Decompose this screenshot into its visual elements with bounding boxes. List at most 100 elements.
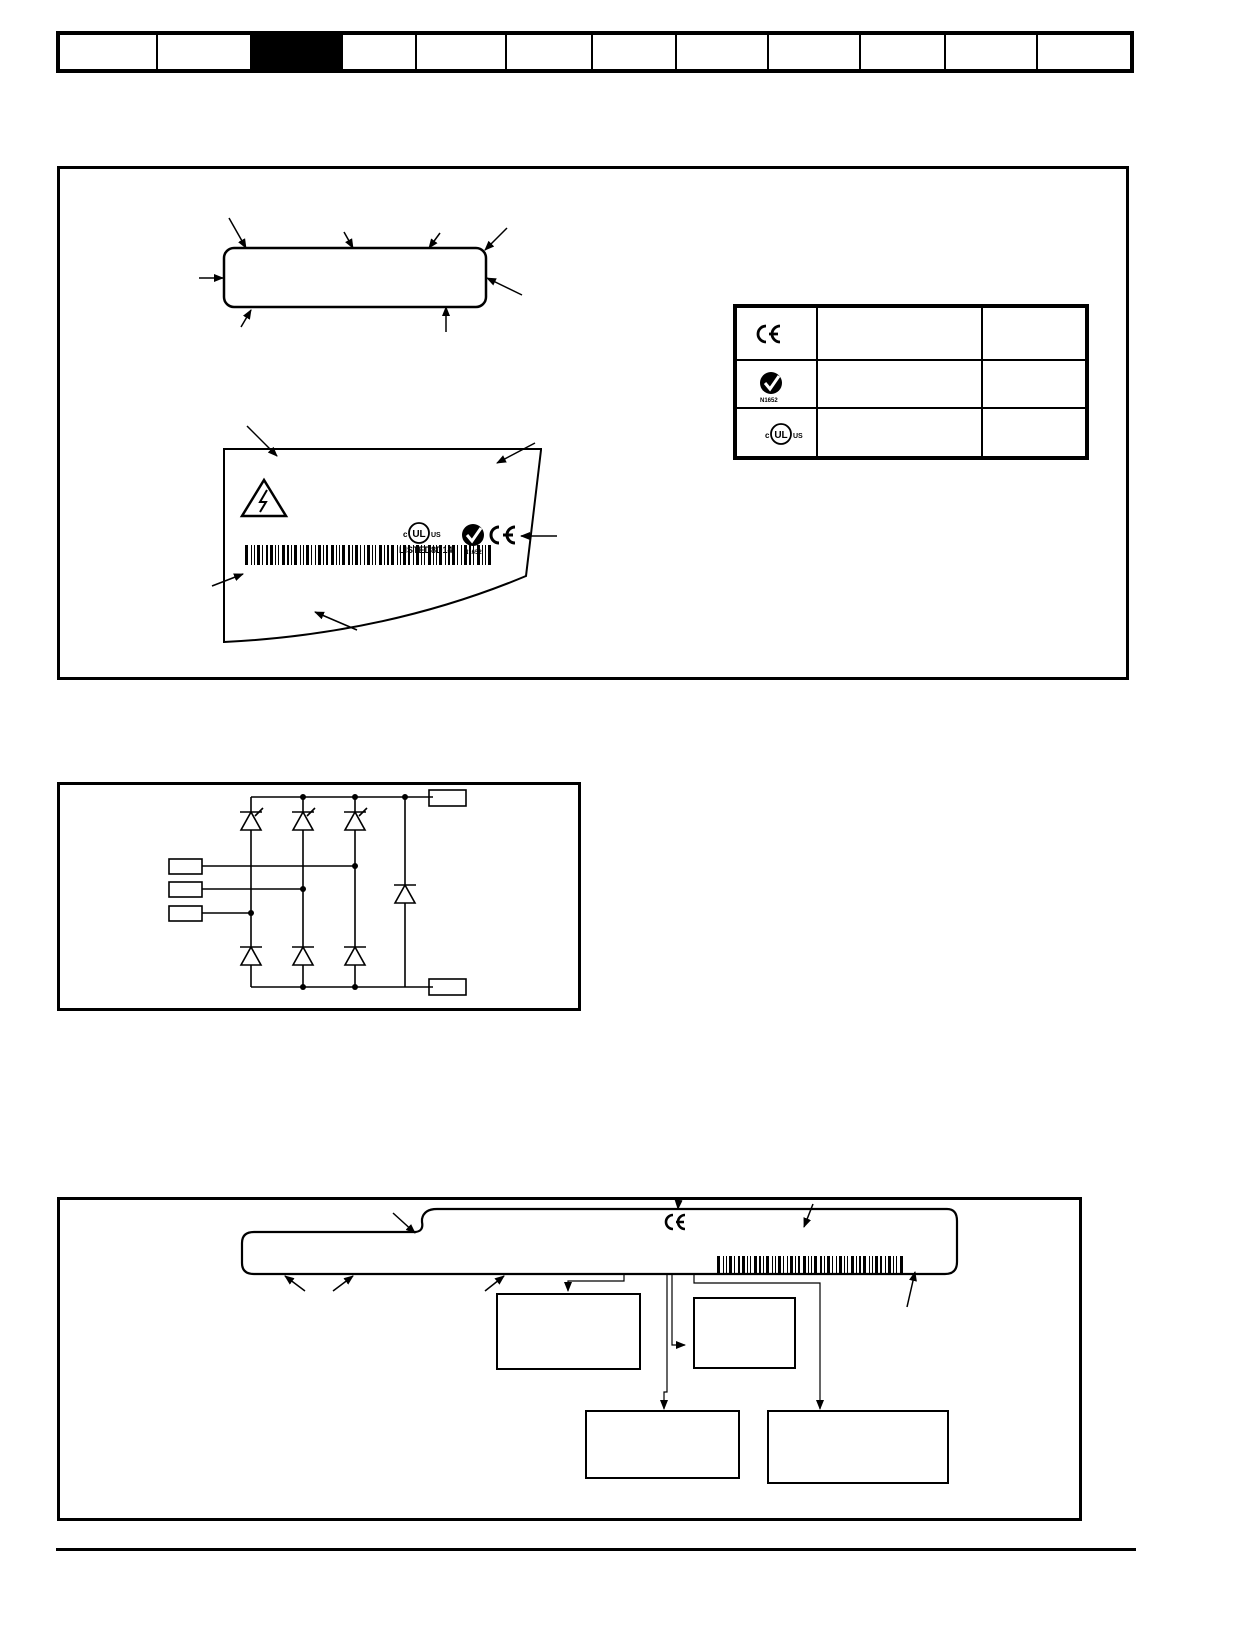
pointer-arrow [246,425,278,457]
barcode-bar [413,545,414,565]
barcode-bar [397,545,398,565]
barcode-bar [315,545,316,565]
barcode-bar [836,1256,837,1274]
callout-box [585,1410,740,1479]
barcode-bar [306,545,309,565]
barcode-bar [433,545,434,565]
barcode-bar [445,545,446,565]
callout-box [767,1410,949,1484]
barcode-bar [266,545,268,565]
input-terminal [168,881,203,898]
barcode-bar [439,545,442,565]
barcode-bar [485,545,486,565]
cul-us-icon: UL c US [403,522,441,544]
barcode-bar [251,545,252,565]
chapter-tab [155,35,250,69]
barcode-bar [723,1256,724,1274]
barcode-bar [424,545,425,565]
barcode-bar [754,1256,757,1274]
barcode-bar [391,545,394,565]
barcode-bar [360,545,361,565]
barcode-bar [367,545,370,565]
dc-positive-terminal [428,789,467,807]
pointer-arrow [486,277,523,296]
barcode-bar [808,1256,809,1274]
pointer-arrow [496,442,536,464]
table-ce-mark-icon [756,324,781,344]
barcode-bar [900,1256,903,1274]
table-cul-us-icon: UL c US [765,423,803,445]
barcode-bar [847,1256,848,1274]
barcode-bar [814,1256,817,1274]
barcode-bar [339,545,340,565]
chapter-tab-bar [56,31,1134,73]
barcode-bar [787,1256,788,1274]
barcode-bar [326,545,328,565]
barcode-bar [452,545,455,565]
pointer-arrow [343,231,354,249]
barcode-bar [384,545,385,565]
barcode-bar [827,1256,830,1274]
barcode-bar [742,1256,745,1274]
barcode-bar [436,545,437,565]
barcode-bar [880,1256,882,1274]
chapter-tab [766,35,859,69]
barcode-bar [839,1256,842,1274]
barcode-bar [795,1256,796,1274]
barcode-bar [421,545,422,565]
barcode-bar [262,545,263,565]
svg-text:UL: UL [774,430,787,441]
barcode-bar [355,545,358,565]
barcode-bar [278,545,279,565]
svg-text:US: US [793,433,803,440]
barcode-bar [811,1256,812,1274]
barcode-bar [318,545,321,565]
serial-ce-mark-icon [664,1213,686,1231]
barcode-bar [729,1256,732,1274]
barcode-bar [400,545,401,565]
barcode-bar [364,545,365,565]
barcode-bar [734,1256,735,1274]
barcode-bar [783,1256,784,1274]
chapter-tab [415,35,505,69]
label-figure-frame [57,166,1129,680]
footer-rule [56,1548,1136,1551]
serial-label-outline [240,1207,959,1276]
barcode-bar [726,1256,727,1274]
barcode [245,545,491,565]
ce-mark-icon [489,525,516,545]
chapter-tab [944,35,1036,69]
barcode-bar [824,1256,825,1274]
barcode-bar [477,545,480,565]
rating-label-outline [222,246,488,309]
barcode-bar [766,1256,769,1274]
listing-text: LISTED8D14 [399,545,453,555]
barcode-bar [473,545,474,565]
upper-thyristors [239,807,368,831]
barcode-bar [372,545,373,565]
table-c-tick-icon [760,372,782,394]
barcode-bar [778,1256,781,1274]
chapter-tab [858,35,945,69]
serial-barcode [717,1256,903,1274]
rectifier-figure-frame [57,782,581,1011]
barcode-bar [832,1256,833,1274]
barcode-bar [464,545,467,565]
barcode-bar [282,545,285,565]
barcode-bar [747,1256,748,1274]
pointer-arrow [240,309,252,328]
c-tick-icon [462,524,484,546]
barcode-bar [270,545,273,565]
barcode-bar [750,1256,751,1274]
barcode-bar [869,1256,870,1274]
barcode-bar [336,545,337,565]
barcode-bar [287,545,289,565]
barcode-bar [738,1256,740,1274]
chapter-tab [505,35,591,69]
barcode-bar [331,545,334,565]
label-figure-drawing: UL c US LISTED8D14 N1652 N1652 [199,217,1089,644]
barcode-bar [772,1256,773,1274]
barcode-bar [872,1256,873,1274]
pointer-arrow [228,217,247,249]
barcode-bar [488,545,491,565]
